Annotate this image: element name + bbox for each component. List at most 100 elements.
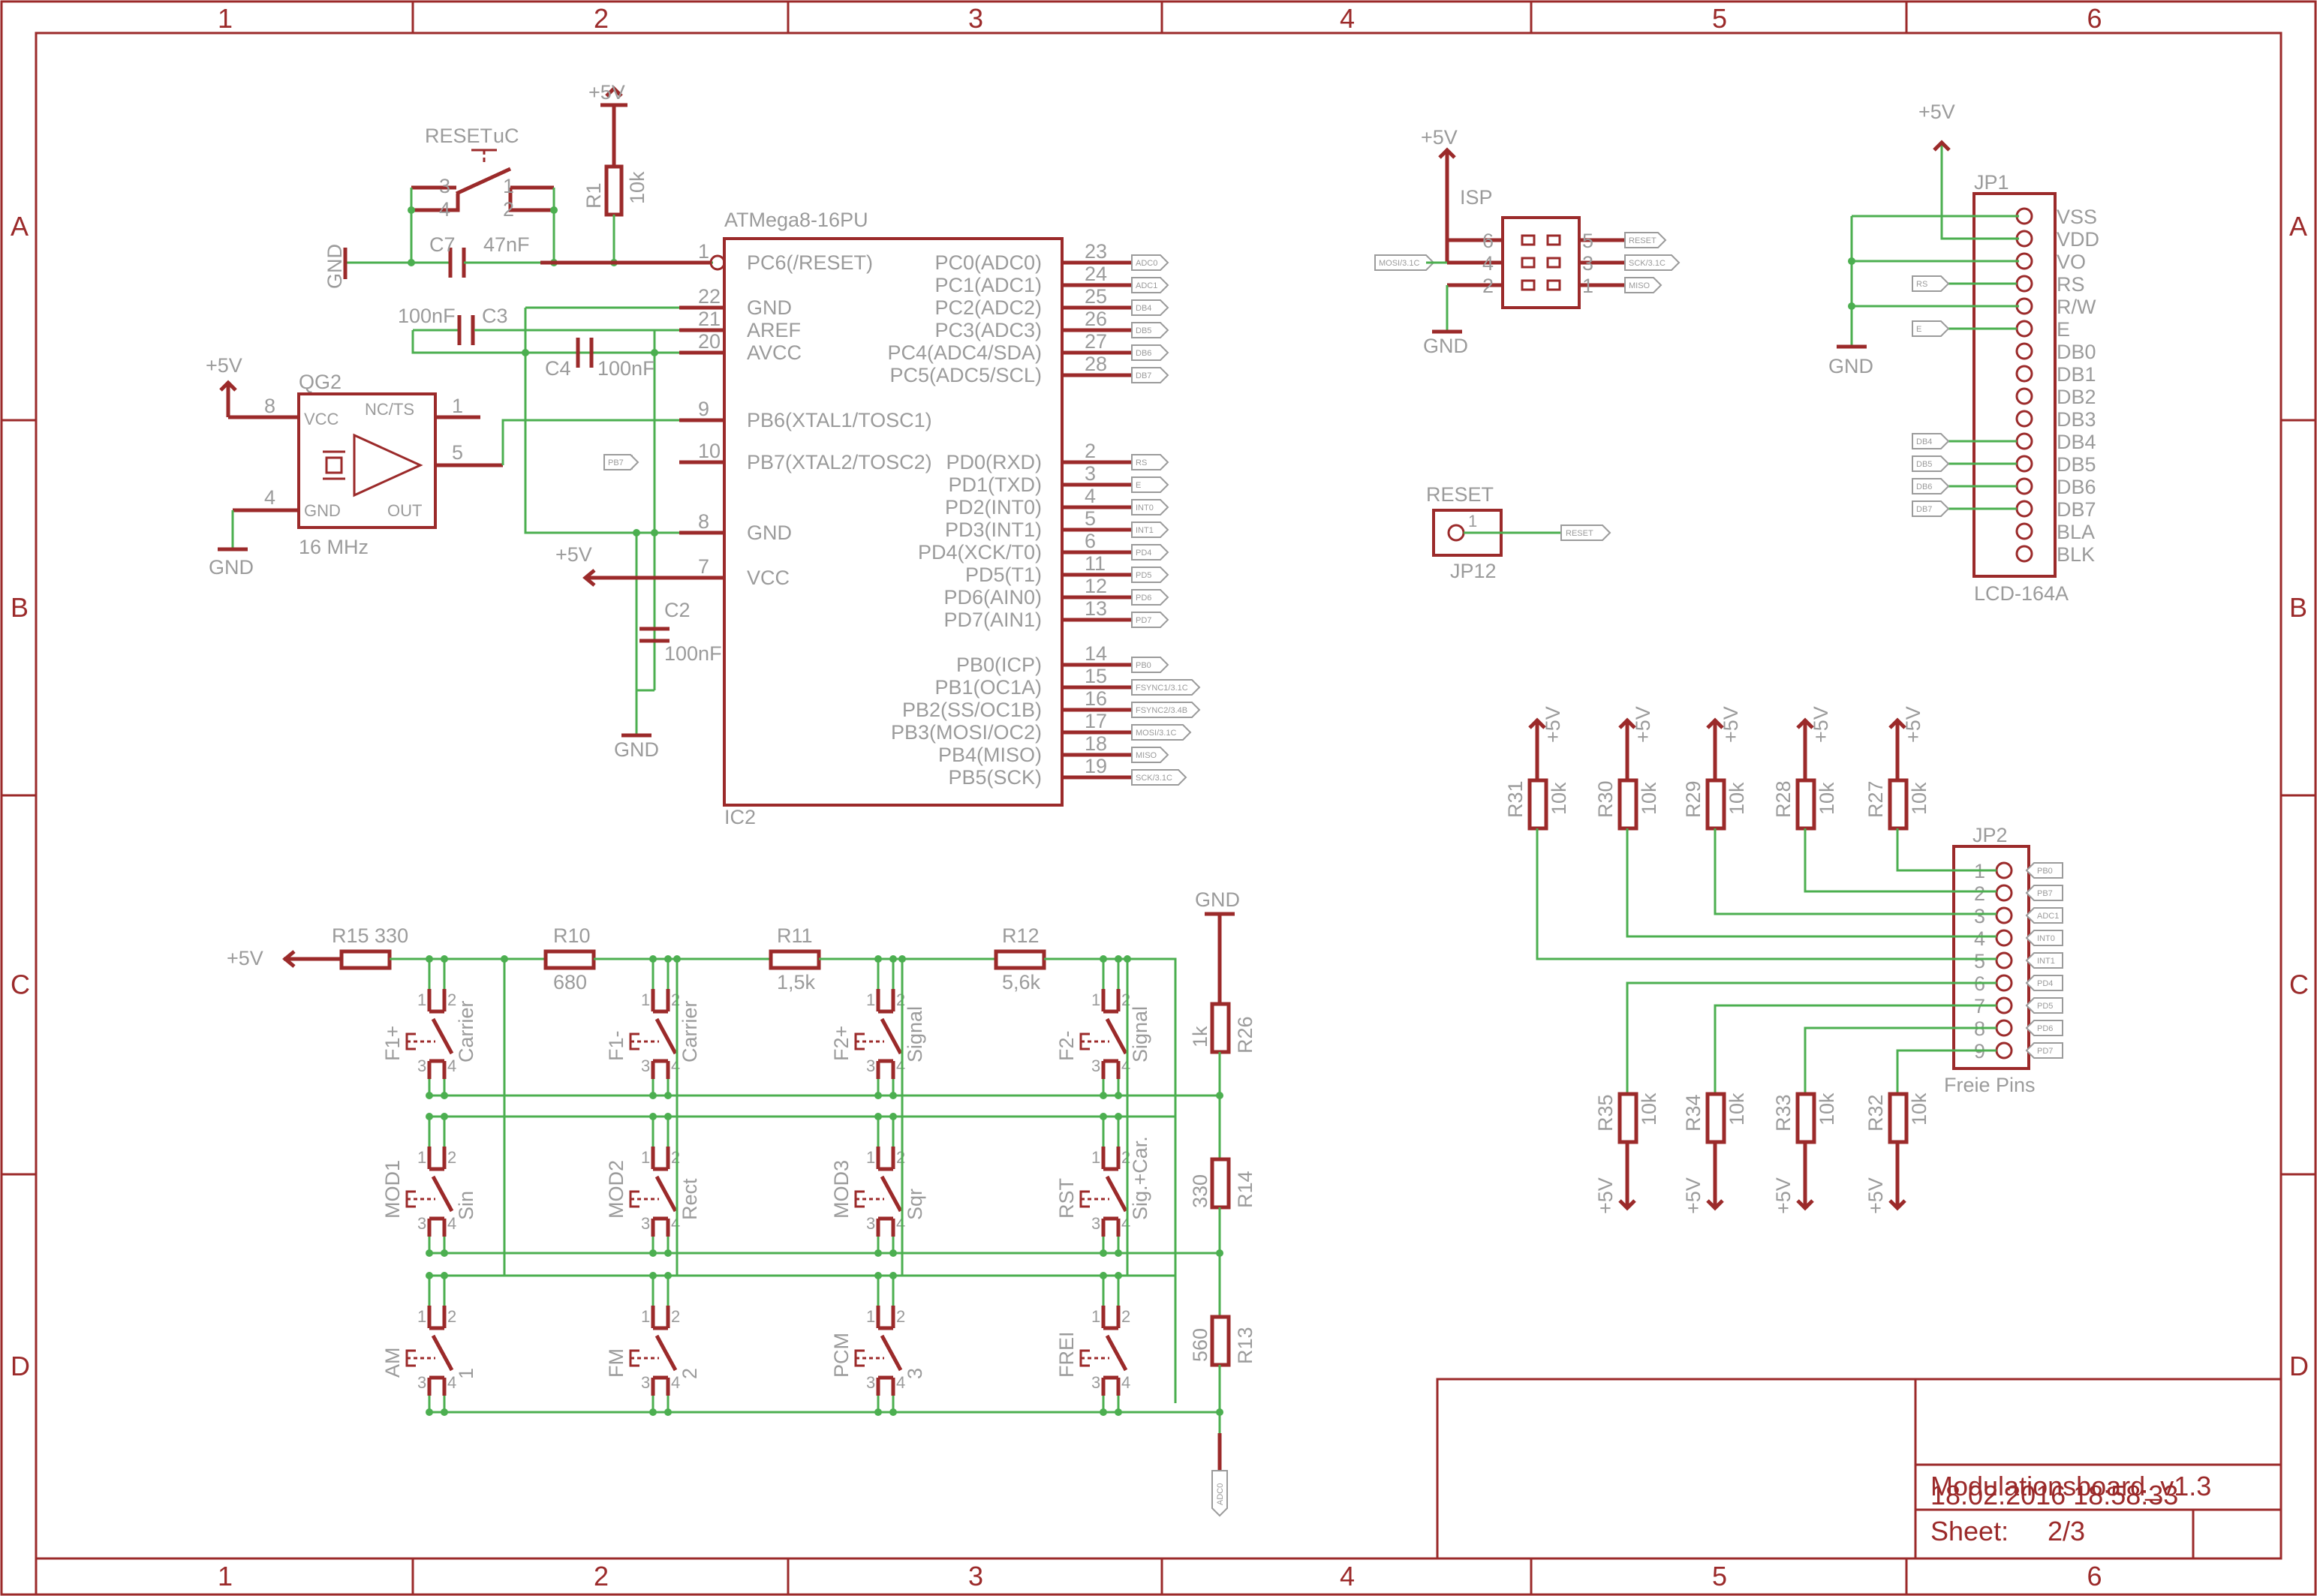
mcu-net-label: PD5 bbox=[1131, 567, 1169, 583]
c3-value: 100nF bbox=[398, 305, 456, 327]
title-text: Modulationsboard_v1.3 bbox=[1930, 1471, 2211, 1501]
mcu-pin-name: PD0(RXD) bbox=[946, 451, 1042, 473]
lcd-jp1: JP1 LCD-164A VSSVDDVORSRSR/WEEDB0DB1DB2D… bbox=[1828, 101, 2099, 605]
mcu-pin-number: 12 bbox=[1085, 575, 1107, 597]
c4-value: 100nF bbox=[597, 357, 655, 380]
c2-value: 100nF bbox=[664, 642, 722, 665]
switch-pin: 2 bbox=[447, 1307, 456, 1326]
svg-text:FSYNC1/3.1C: FSYNC1/3.1C bbox=[1136, 684, 1188, 693]
mcu-pin-name: PD4(XCK/T0) bbox=[918, 541, 1042, 564]
mcu-pin-number: 19 bbox=[1085, 755, 1107, 777]
switch-label: 1 bbox=[455, 1368, 477, 1379]
mcu-net-label: DB6 bbox=[1131, 344, 1169, 361]
pullup-value: 10k bbox=[1908, 782, 1930, 815]
mcu-pin-number: 9 bbox=[698, 398, 709, 420]
lcd-pin-name: DB0 bbox=[2057, 341, 2096, 363]
svg-text:SCK/3.1C: SCK/3.1C bbox=[1629, 259, 1666, 268]
lcd-net-label: RS bbox=[1912, 275, 1950, 292]
row-label-right: C bbox=[2289, 969, 2309, 1000]
isp-name: ISP bbox=[1460, 186, 1493, 209]
mcu-pin-name: PD6(AIN0) bbox=[943, 586, 1042, 609]
ladder-gnd: GND bbox=[1195, 888, 1240, 911]
col-label-bottom: 4 bbox=[1340, 1561, 1355, 1591]
switch-pin: 3 bbox=[866, 1214, 875, 1233]
switch-pin: 1 bbox=[1091, 1148, 1100, 1167]
mcu-net-label: ADC1 bbox=[1131, 277, 1169, 293]
switch-pin: 2 bbox=[896, 1148, 905, 1167]
row-label-left: C bbox=[11, 969, 30, 1000]
pulldown-name: R34 bbox=[1682, 1094, 1705, 1132]
switch-pin: 3 bbox=[417, 1056, 426, 1075]
svg-text:RESET: RESET bbox=[1629, 236, 1657, 245]
r1-name: R1 bbox=[582, 182, 605, 209]
qg2-pin-out: OUT bbox=[387, 501, 422, 520]
switch-matrix: +5V R15 330 R10 680 R11 1,5k R12 5,6k GN… bbox=[227, 888, 1256, 1517]
svg-text:RS: RS bbox=[1916, 280, 1927, 289]
switch-label: 2 bbox=[679, 1368, 701, 1379]
svg-text:PD6: PD6 bbox=[2037, 1024, 2053, 1033]
mcu-pin-name: VCC bbox=[747, 567, 790, 589]
decoupling-caps: 100nF C3 C4 100nF C2 100nF GND +5V bbox=[398, 305, 724, 761]
pullup-name: R27 bbox=[1864, 780, 1887, 818]
mcu-pin-number: 25 bbox=[1085, 285, 1107, 308]
gnd-reset: GND bbox=[323, 244, 346, 289]
r26-value: 1k bbox=[1189, 1026, 1211, 1047]
svg-text:DB5: DB5 bbox=[1916, 460, 1932, 469]
jp2-net-label: ADC1 bbox=[2025, 907, 2063, 924]
svg-text:DB7: DB7 bbox=[1136, 371, 1151, 380]
svg-text:ADC0: ADC0 bbox=[1136, 259, 1157, 268]
svg-text:PD4: PD4 bbox=[1136, 549, 1151, 558]
pulldown-value: 10k bbox=[1908, 1093, 1930, 1126]
switch-pin: 1 bbox=[641, 1307, 650, 1326]
switch-pin: 3 bbox=[866, 1056, 875, 1075]
title-block: Modulationsboard_v1.3 bbox=[1436, 1378, 2282, 1560]
lcd-vcc: +5V bbox=[1918, 101, 1955, 123]
mcu-ref: IC2 bbox=[724, 806, 756, 828]
svg-text:2: 2 bbox=[503, 198, 514, 221]
r14-value: 330 bbox=[1189, 1174, 1211, 1208]
mcu-pin-number: 16 bbox=[1085, 687, 1107, 710]
row-label-right: D bbox=[2289, 1351, 2309, 1381]
r11-value: 1,5k bbox=[777, 971, 816, 993]
mcu-pin-name: PD3(INT1) bbox=[945, 518, 1042, 541]
r12-value: 5,6k bbox=[1002, 971, 1041, 993]
switch-pin: 4 bbox=[447, 1056, 456, 1075]
qg2-pin5: 5 bbox=[452, 441, 463, 464]
col-label-top: 1 bbox=[218, 3, 233, 34]
pulldown-name: R33 bbox=[1772, 1094, 1795, 1132]
mcu-net-label: E bbox=[1131, 476, 1169, 493]
reset-switch-name: RESET bbox=[425, 125, 492, 147]
mcu-pin-name: PB0(ICP) bbox=[956, 654, 1042, 676]
switch-pin: 1 bbox=[866, 1307, 875, 1326]
lcd-ref: JP1 bbox=[1974, 171, 2009, 194]
mcu-pin-number: 15 bbox=[1085, 665, 1107, 687]
switch-pin: 3 bbox=[1091, 1056, 1100, 1075]
lcd-pin-name: BLK bbox=[2057, 543, 2095, 566]
c7-value: 47nF bbox=[483, 233, 530, 256]
switch-pin: 1 bbox=[1091, 990, 1100, 1009]
svg-text:RS: RS bbox=[1136, 458, 1147, 467]
switch-pin: 3 bbox=[641, 1056, 650, 1075]
c3-name: C3 bbox=[482, 305, 508, 327]
c2-name: C2 bbox=[664, 599, 691, 621]
switch-label: Signal bbox=[1129, 1006, 1151, 1062]
switch-pin: 3 bbox=[1091, 1214, 1100, 1233]
mcu-pin-name: PD7(AIN1) bbox=[943, 609, 1042, 631]
sheet-label: Sheet: bbox=[1930, 1516, 2009, 1546]
pullup-value: 10k bbox=[1638, 782, 1660, 815]
